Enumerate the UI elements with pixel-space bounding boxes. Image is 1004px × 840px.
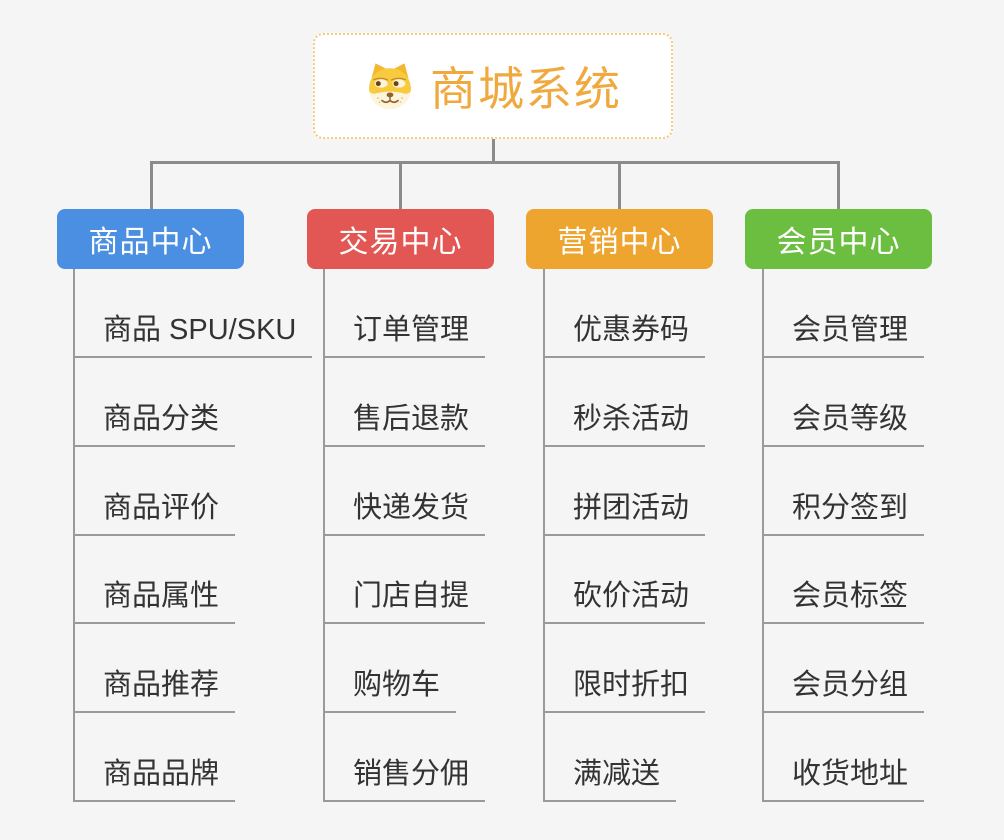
leaf-node[interactable]: 门店自提 — [323, 578, 486, 624]
connector-drop-marketing — [618, 161, 621, 209]
leaf-node[interactable]: 收货地址 — [762, 756, 925, 802]
leaf-node[interactable]: 拼团活动 — [543, 490, 706, 536]
leaf-node[interactable]: 满减送 — [543, 756, 677, 802]
connector-drop-member — [837, 161, 840, 209]
leaf-node[interactable]: 限时折扣 — [543, 667, 706, 713]
connector-root-drop — [492, 139, 495, 163]
leaf-node[interactable]: 订单管理 — [323, 312, 486, 358]
leaf-node[interactable]: 会员分组 — [762, 667, 925, 713]
leaf-node[interactable]: 优惠券码 — [543, 312, 706, 358]
branch-node-product-center[interactable]: 商品中心 — [57, 209, 244, 269]
root-node[interactable]: 商城系统 — [313, 33, 673, 139]
leaf-node[interactable]: 商品品牌 — [73, 756, 236, 802]
leaf-node[interactable]: 购物车 — [323, 667, 457, 713]
leaf-node[interactable]: 秒杀活动 — [543, 401, 706, 447]
leaf-node[interactable]: 销售分佣 — [323, 756, 486, 802]
leaf-node[interactable]: 售后退款 — [323, 401, 486, 447]
leaf-node[interactable]: 会员等级 — [762, 401, 925, 447]
leaf-node[interactable]: 积分签到 — [762, 490, 925, 536]
leaf-node[interactable]: 会员管理 — [762, 312, 925, 358]
leaf-node[interactable]: 商品评价 — [73, 490, 236, 536]
leaf-node[interactable]: 商品推荐 — [73, 667, 236, 713]
branch-node-trade-center[interactable]: 交易中心 — [307, 209, 494, 269]
connector-drop-product — [150, 161, 153, 209]
branch-node-marketing-center[interactable]: 营销中心 — [526, 209, 713, 269]
leaf-node[interactable]: 商品属性 — [73, 578, 236, 624]
connector-drop-trade — [399, 161, 402, 209]
leaf-node[interactable]: 砍价活动 — [543, 578, 706, 624]
branch-node-member-center[interactable]: 会员中心 — [745, 209, 932, 269]
dog-logo-icon — [364, 61, 416, 111]
leaf-node[interactable]: 商品分类 — [73, 401, 236, 447]
leaf-node[interactable]: 快递发货 — [323, 490, 486, 536]
root-label: 商城系统 — [430, 63, 622, 115]
leaf-node[interactable]: 商品 SPU/SKU — [73, 312, 313, 358]
leaf-node[interactable]: 会员标签 — [762, 578, 925, 624]
connector-bus — [150, 161, 840, 164]
